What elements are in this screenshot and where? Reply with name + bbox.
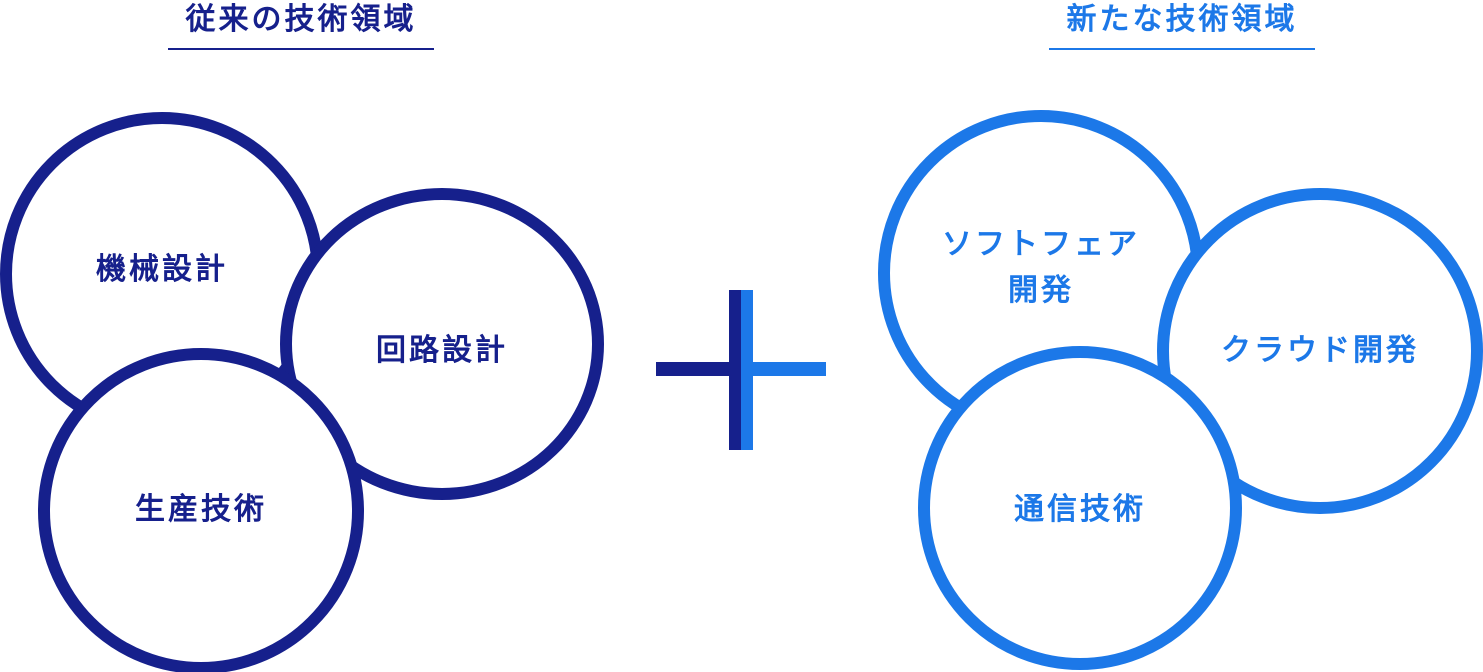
label-communication-technology: 通信技術 — [1014, 492, 1146, 527]
plus-bar-vertical — [729, 290, 753, 450]
traditional-heading: 従来の技術領域 — [168, 2, 434, 50]
label-circuit-design: 回路設計 — [376, 333, 508, 368]
plus-bar-left — [656, 362, 741, 376]
label-cloud-development: クラウド開発 — [1221, 333, 1419, 368]
label-mechanical-design: 機械設計 — [96, 252, 228, 287]
label-software-development-line1: ソフトフェア — [942, 227, 1140, 262]
label-production-engineering: 生産技術 — [135, 492, 267, 527]
label-software-development-line2: 開発 — [1008, 273, 1074, 308]
label-software-development: ソフトフェア 開発 — [942, 222, 1140, 314]
plus-bar-right — [741, 362, 826, 376]
new-heading: 新たな技術領域 — [1049, 2, 1315, 50]
